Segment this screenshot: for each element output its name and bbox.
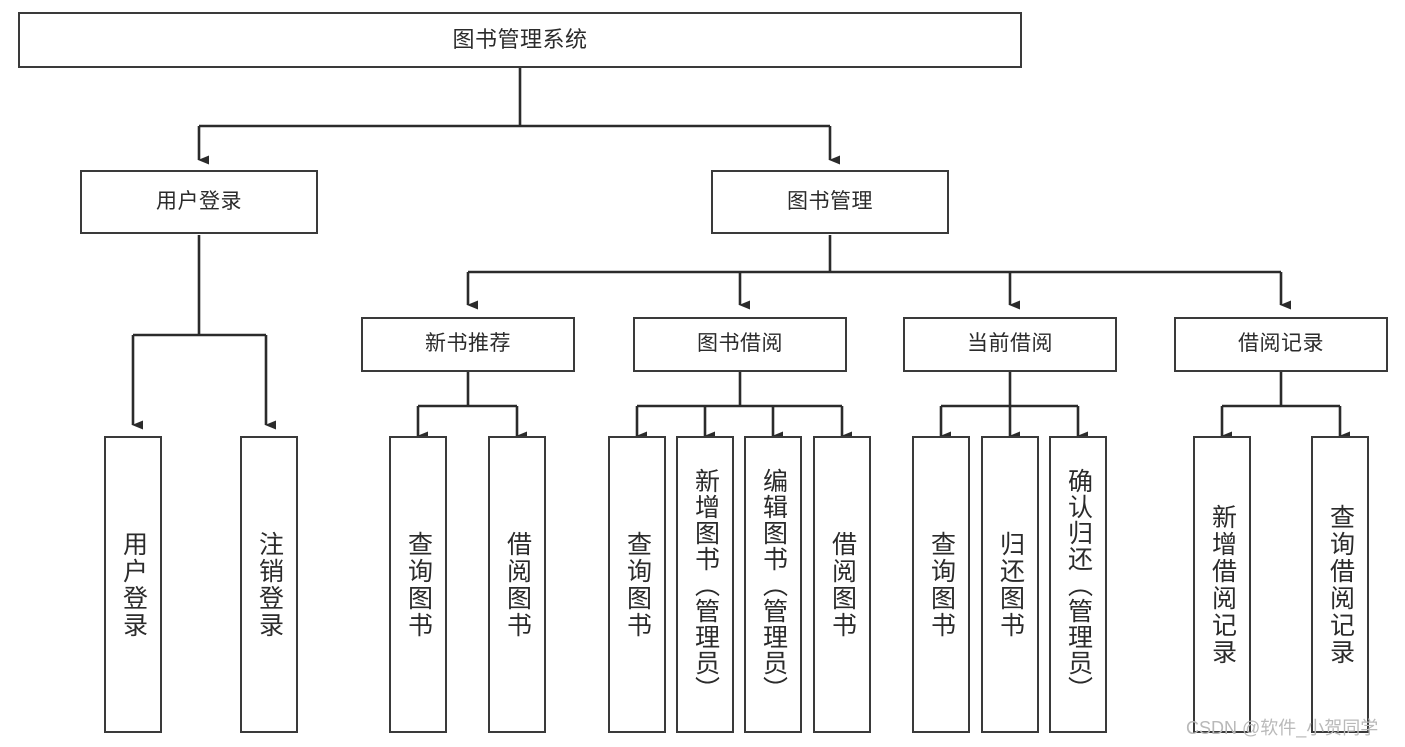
- node-leaf-return-book-label: 归还图书: [996, 530, 1025, 639]
- node-leaf-borrow-book-1[interactable]: 借阅图书: [488, 436, 546, 733]
- node-new-book-recommend[interactable]: 新书推荐: [361, 317, 575, 372]
- node-leaf-query-book-3-label: 查询图书: [927, 530, 956, 639]
- watermark: CSDN @软件_小贺同学: [1186, 718, 1379, 738]
- node-leaf-confirm-return[interactable]: 确认归还（管理员）: [1049, 436, 1107, 733]
- node-book-borrow-label: 图书借阅: [697, 332, 783, 356]
- node-user-login-label: 用户登录: [156, 189, 242, 213]
- node-borrow-record[interactable]: 借阅记录: [1174, 317, 1388, 372]
- node-leaf-borrow-book-1-label: 借阅图书: [503, 530, 532, 639]
- node-leaf-query-book-2[interactable]: 查询图书: [608, 436, 666, 733]
- node-user-login[interactable]: 用户登录: [80, 170, 318, 234]
- node-leaf-borrow-book-2[interactable]: 借阅图书: [813, 436, 871, 733]
- node-book-manage[interactable]: 图书管理: [711, 170, 949, 234]
- node-leaf-query-record-label: 查询借阅记录: [1326, 503, 1355, 666]
- node-leaf-query-book-1-label: 查询图书: [404, 530, 433, 639]
- node-leaf-user-logout[interactable]: 注销登录: [240, 436, 298, 733]
- node-leaf-user-logout-label: 注销登录: [255, 530, 284, 639]
- node-root-label: 图书管理系统: [452, 27, 588, 53]
- node-leaf-return-book[interactable]: 归还图书: [981, 436, 1039, 733]
- node-current-borrow-label: 当前借阅: [967, 332, 1053, 356]
- node-borrow-record-label: 借阅记录: [1238, 332, 1324, 356]
- node-book-manage-label: 图书管理: [787, 189, 873, 213]
- node-leaf-borrow-book-2-label: 借阅图书: [828, 530, 857, 639]
- node-leaf-query-book-3[interactable]: 查询图书: [912, 436, 970, 733]
- node-new-book-recommend-label: 新书推荐: [425, 332, 511, 356]
- node-leaf-user-login[interactable]: 用户登录: [104, 436, 162, 733]
- node-leaf-add-record-label: 新增借阅记录: [1208, 503, 1237, 666]
- node-book-borrow[interactable]: 图书借阅: [633, 317, 847, 372]
- node-leaf-query-book-2-label: 查询图书: [623, 530, 652, 639]
- node-leaf-confirm-return-label: 确认归还（管理员）: [1064, 467, 1093, 702]
- node-root[interactable]: 图书管理系统: [18, 12, 1022, 68]
- node-leaf-edit-book[interactable]: 编辑图书（管理员）: [744, 436, 802, 733]
- node-leaf-query-record[interactable]: 查询借阅记录: [1311, 436, 1369, 733]
- node-leaf-add-book-label: 新增图书（管理员）: [691, 467, 720, 702]
- node-leaf-user-login-label: 用户登录: [119, 530, 148, 639]
- node-leaf-add-record[interactable]: 新增借阅记录: [1193, 436, 1251, 733]
- node-current-borrow[interactable]: 当前借阅: [903, 317, 1117, 372]
- node-leaf-query-book-1[interactable]: 查询图书: [389, 436, 447, 733]
- node-leaf-edit-book-label: 编辑图书（管理员）: [759, 467, 788, 702]
- node-leaf-add-book[interactable]: 新增图书（管理员）: [676, 436, 734, 733]
